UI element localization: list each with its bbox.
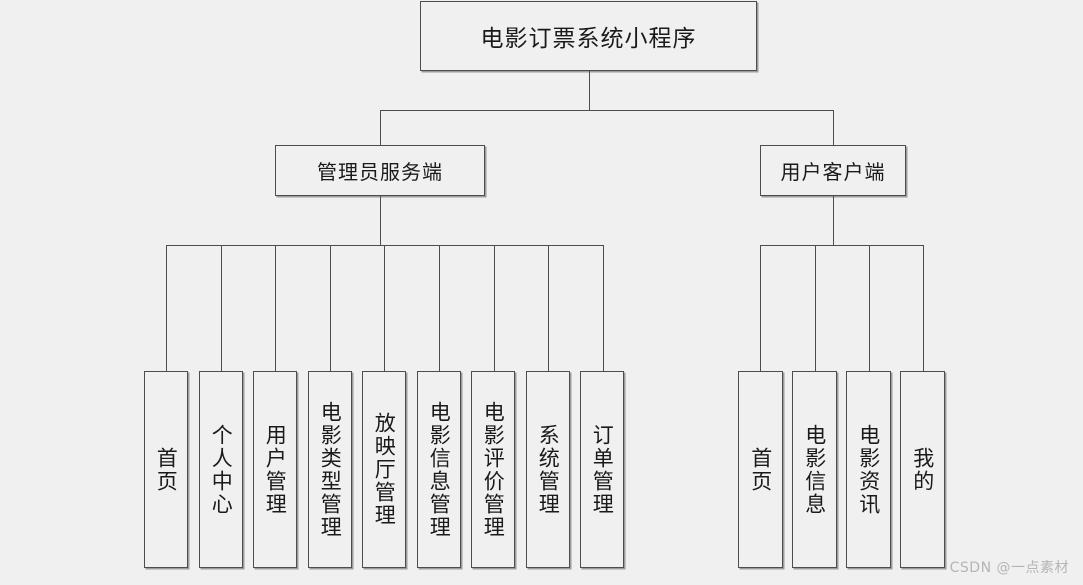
connector-client-drop (833, 196, 834, 245)
connector-to-admin-branch (380, 110, 381, 145)
connector-to-client-branch (833, 110, 834, 145)
leaf-node-admin-system-management: 系统管理 (526, 371, 570, 568)
leaf-node-admin-movie-type-management: 电影类型管理 (308, 371, 352, 568)
connector-admin-leaf-2 (221, 245, 222, 371)
leaf-node-client-movie-info: 电影信息 (792, 371, 837, 568)
leaf-node-admin-personal-center: 个人中心 (199, 371, 243, 568)
connector-admin-leaf-4 (330, 245, 331, 371)
leaf-node-admin-movie-info-management: 电影信息管理 (417, 371, 461, 568)
connector-client-bus (760, 245, 923, 246)
leaf-node-admin-order-management: 订单管理 (580, 371, 624, 568)
watermark-text: CSDN @一点素材 (949, 560, 1069, 576)
leaf-node-admin-screening-hall-management: 放映厅管理 (362, 371, 406, 568)
connector-admin-leaf-1 (166, 245, 167, 371)
connector-client-leaf-2 (815, 245, 816, 371)
connector-admin-leaf-6 (439, 245, 440, 371)
connector-admin-leaf-3 (275, 245, 276, 371)
leaf-node-client-home: 首页 (738, 371, 783, 568)
branch-node-client: 用户客户端 (760, 145, 906, 196)
root-node-system-title: 电影订票系统小程序 (420, 1, 757, 71)
connector-client-leaf-3 (869, 245, 870, 371)
leaf-node-admin-movie-review-management: 电影评价管理 (471, 371, 515, 568)
connector-root-drop (589, 71, 590, 110)
connector-level2-bus (380, 110, 834, 111)
connector-admin-leaf-7 (494, 245, 495, 371)
leaf-node-admin-user-management: 用户管理 (253, 371, 297, 568)
leaf-node-client-movie-news: 电影资讯 (846, 371, 891, 568)
leaf-node-client-mine: 我的 (900, 371, 945, 568)
connector-admin-drop (380, 196, 381, 245)
connector-client-leaf-4 (923, 245, 924, 371)
connector-client-leaf-1 (760, 245, 761, 371)
connector-admin-leaf-9 (603, 245, 604, 371)
connector-admin-leaf-5 (384, 245, 385, 371)
leaf-node-admin-home: 首页 (144, 371, 188, 568)
branch-node-admin: 管理员服务端 (275, 145, 485, 196)
connector-admin-leaf-8 (548, 245, 549, 371)
